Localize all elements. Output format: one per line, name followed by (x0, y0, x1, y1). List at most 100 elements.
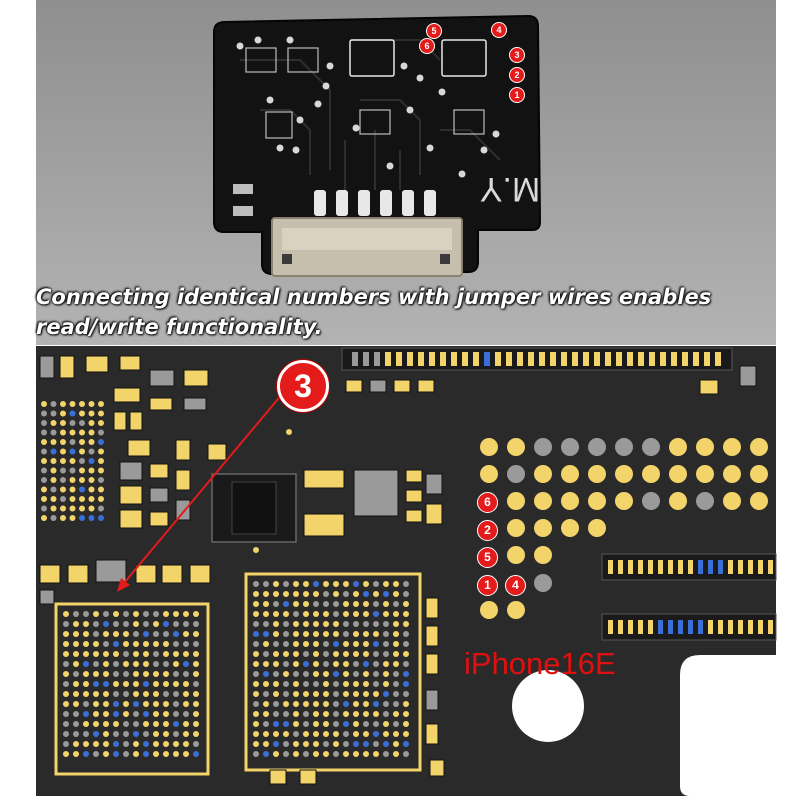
ball-pad (363, 681, 369, 687)
ball-pad (283, 751, 289, 757)
ball-pad (253, 641, 259, 647)
connector-pin (627, 352, 633, 366)
connector-pin (682, 352, 688, 366)
ball-pad (333, 661, 339, 667)
ball-pad (88, 420, 95, 426)
ball-pad (353, 711, 359, 717)
ball-pad (263, 721, 269, 727)
ball-pad (50, 515, 57, 521)
passive-part (207, 443, 227, 461)
ball-pad (283, 701, 289, 707)
board-marker-1: 1 (477, 575, 498, 596)
ball-pad (163, 621, 169, 627)
ball-pad (283, 671, 289, 677)
ball-pad (383, 701, 389, 707)
test-pad (507, 465, 525, 483)
ball-pad (273, 611, 279, 617)
ball-pad (63, 631, 69, 637)
adapter-marker-6: 6 (419, 38, 435, 54)
ball-pad (123, 681, 129, 687)
ball-pad (88, 401, 95, 407)
ball-pad (393, 651, 399, 657)
top-connector (341, 347, 733, 371)
passive-part (345, 379, 363, 393)
ball-pad (303, 661, 309, 667)
ball-pad (353, 661, 359, 667)
ball-pad (123, 641, 129, 647)
ball-pad (363, 731, 369, 737)
passive-part (39, 355, 55, 379)
ball-pad (93, 731, 99, 737)
ball-pad (313, 581, 319, 587)
ball-pad (50, 439, 57, 445)
ball-pad (123, 661, 129, 667)
ball-pad (93, 621, 99, 627)
connector-pin (451, 352, 457, 366)
ball-pad (313, 591, 319, 597)
ball-pad (343, 581, 349, 587)
ball-pad (83, 691, 89, 697)
connector-pin (594, 352, 600, 366)
ball-pad (113, 731, 119, 737)
ball-pad (69, 448, 76, 455)
ball-pad (383, 671, 389, 677)
ball-pad (253, 741, 259, 747)
ball-pad (123, 731, 129, 737)
ball-pad (143, 691, 149, 697)
ball-pad (303, 591, 309, 597)
ball-pad (323, 731, 329, 737)
passive-part (39, 564, 61, 584)
board-cutout (680, 655, 776, 796)
ball-pad (50, 467, 57, 474)
ball-pad (123, 611, 129, 617)
adapter-pcb (213, 14, 542, 276)
ball-pad (103, 641, 109, 647)
ball-pad (383, 641, 389, 647)
ball-pad (303, 681, 309, 687)
ball-pad (63, 671, 69, 677)
ball-pad (393, 751, 399, 757)
ball-pad (88, 496, 95, 502)
ball-pad (293, 681, 299, 687)
ball-pad (383, 651, 389, 657)
ball-pad (313, 641, 319, 647)
ball-pad (163, 661, 169, 667)
ball-pad (343, 601, 349, 607)
side-pin (768, 560, 773, 574)
ball-pad (353, 581, 359, 587)
ball-pad (253, 601, 259, 607)
ball-pad (333, 581, 339, 587)
board-marker-2: 2 (477, 520, 498, 541)
ball-pad (79, 439, 85, 445)
connector-pin (363, 352, 369, 366)
passive-part (119, 509, 143, 529)
ball-pad (93, 681, 99, 687)
passive-part (119, 461, 143, 481)
ball-pad (363, 741, 369, 747)
ball-pad (98, 410, 104, 417)
ball-pad (73, 731, 79, 737)
side-pin (668, 620, 673, 634)
passive-part (189, 564, 211, 584)
ball-pad (63, 651, 69, 657)
passive-part (429, 759, 445, 777)
ball-pad (83, 751, 89, 757)
ball-pad (283, 741, 289, 747)
ball-pad (353, 621, 359, 627)
ball-pad (113, 671, 119, 677)
connector-pin (374, 352, 380, 366)
connector-pin (671, 352, 677, 366)
ball-pad (283, 731, 289, 737)
ball-pad (143, 731, 149, 737)
ball-pad (73, 721, 79, 727)
ball-pad (293, 751, 299, 757)
test-pad (480, 601, 498, 619)
ball-pad (403, 661, 409, 667)
ball-pad (263, 601, 269, 607)
ball-pad (60, 515, 66, 521)
passive-part (739, 365, 757, 387)
ball-pad (303, 621, 309, 627)
ball-pad (123, 621, 129, 627)
ball-pad (403, 611, 409, 617)
passive-part (119, 355, 141, 371)
